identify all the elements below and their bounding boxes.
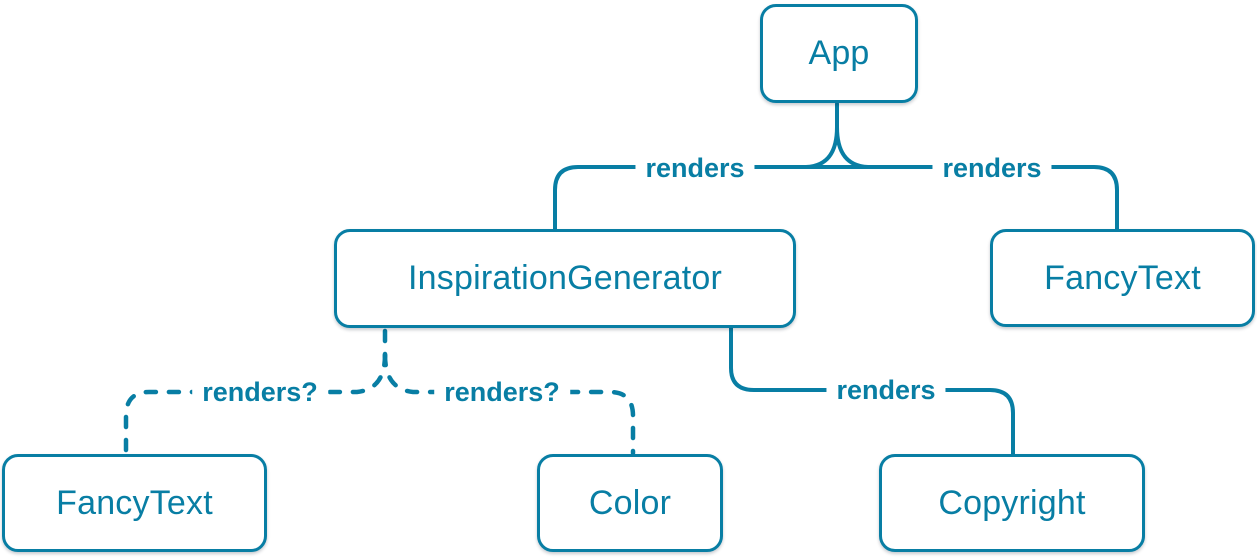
edge-app-children-rail [553, 165, 1119, 231]
node-inspiration-generator: InspirationGenerator [334, 229, 796, 328]
node-fancytext-top: FancyText [990, 229, 1255, 327]
node-app: App [760, 4, 918, 103]
edge-inspiration-color-dashed [382, 352, 636, 456]
edge-app-flare-right [835, 125, 870, 169]
node-fancytext-bottom: FancyText [2, 454, 267, 552]
edge-label-renders-maybe-left: renders? [192, 377, 328, 407]
edge-label-renders-copyright: renders [826, 375, 946, 405]
edge-label-renders-right: renders [932, 153, 1052, 183]
edge-inspiration-fancytext-dashed [123, 352, 388, 457]
edge-label-renders-left: renders [635, 153, 755, 183]
edge-label-renders-maybe-right: renders? [434, 377, 570, 407]
node-color: Color [537, 454, 723, 552]
node-copyright: Copyright [879, 454, 1145, 552]
edge-app-flare-left [804, 125, 839, 169]
